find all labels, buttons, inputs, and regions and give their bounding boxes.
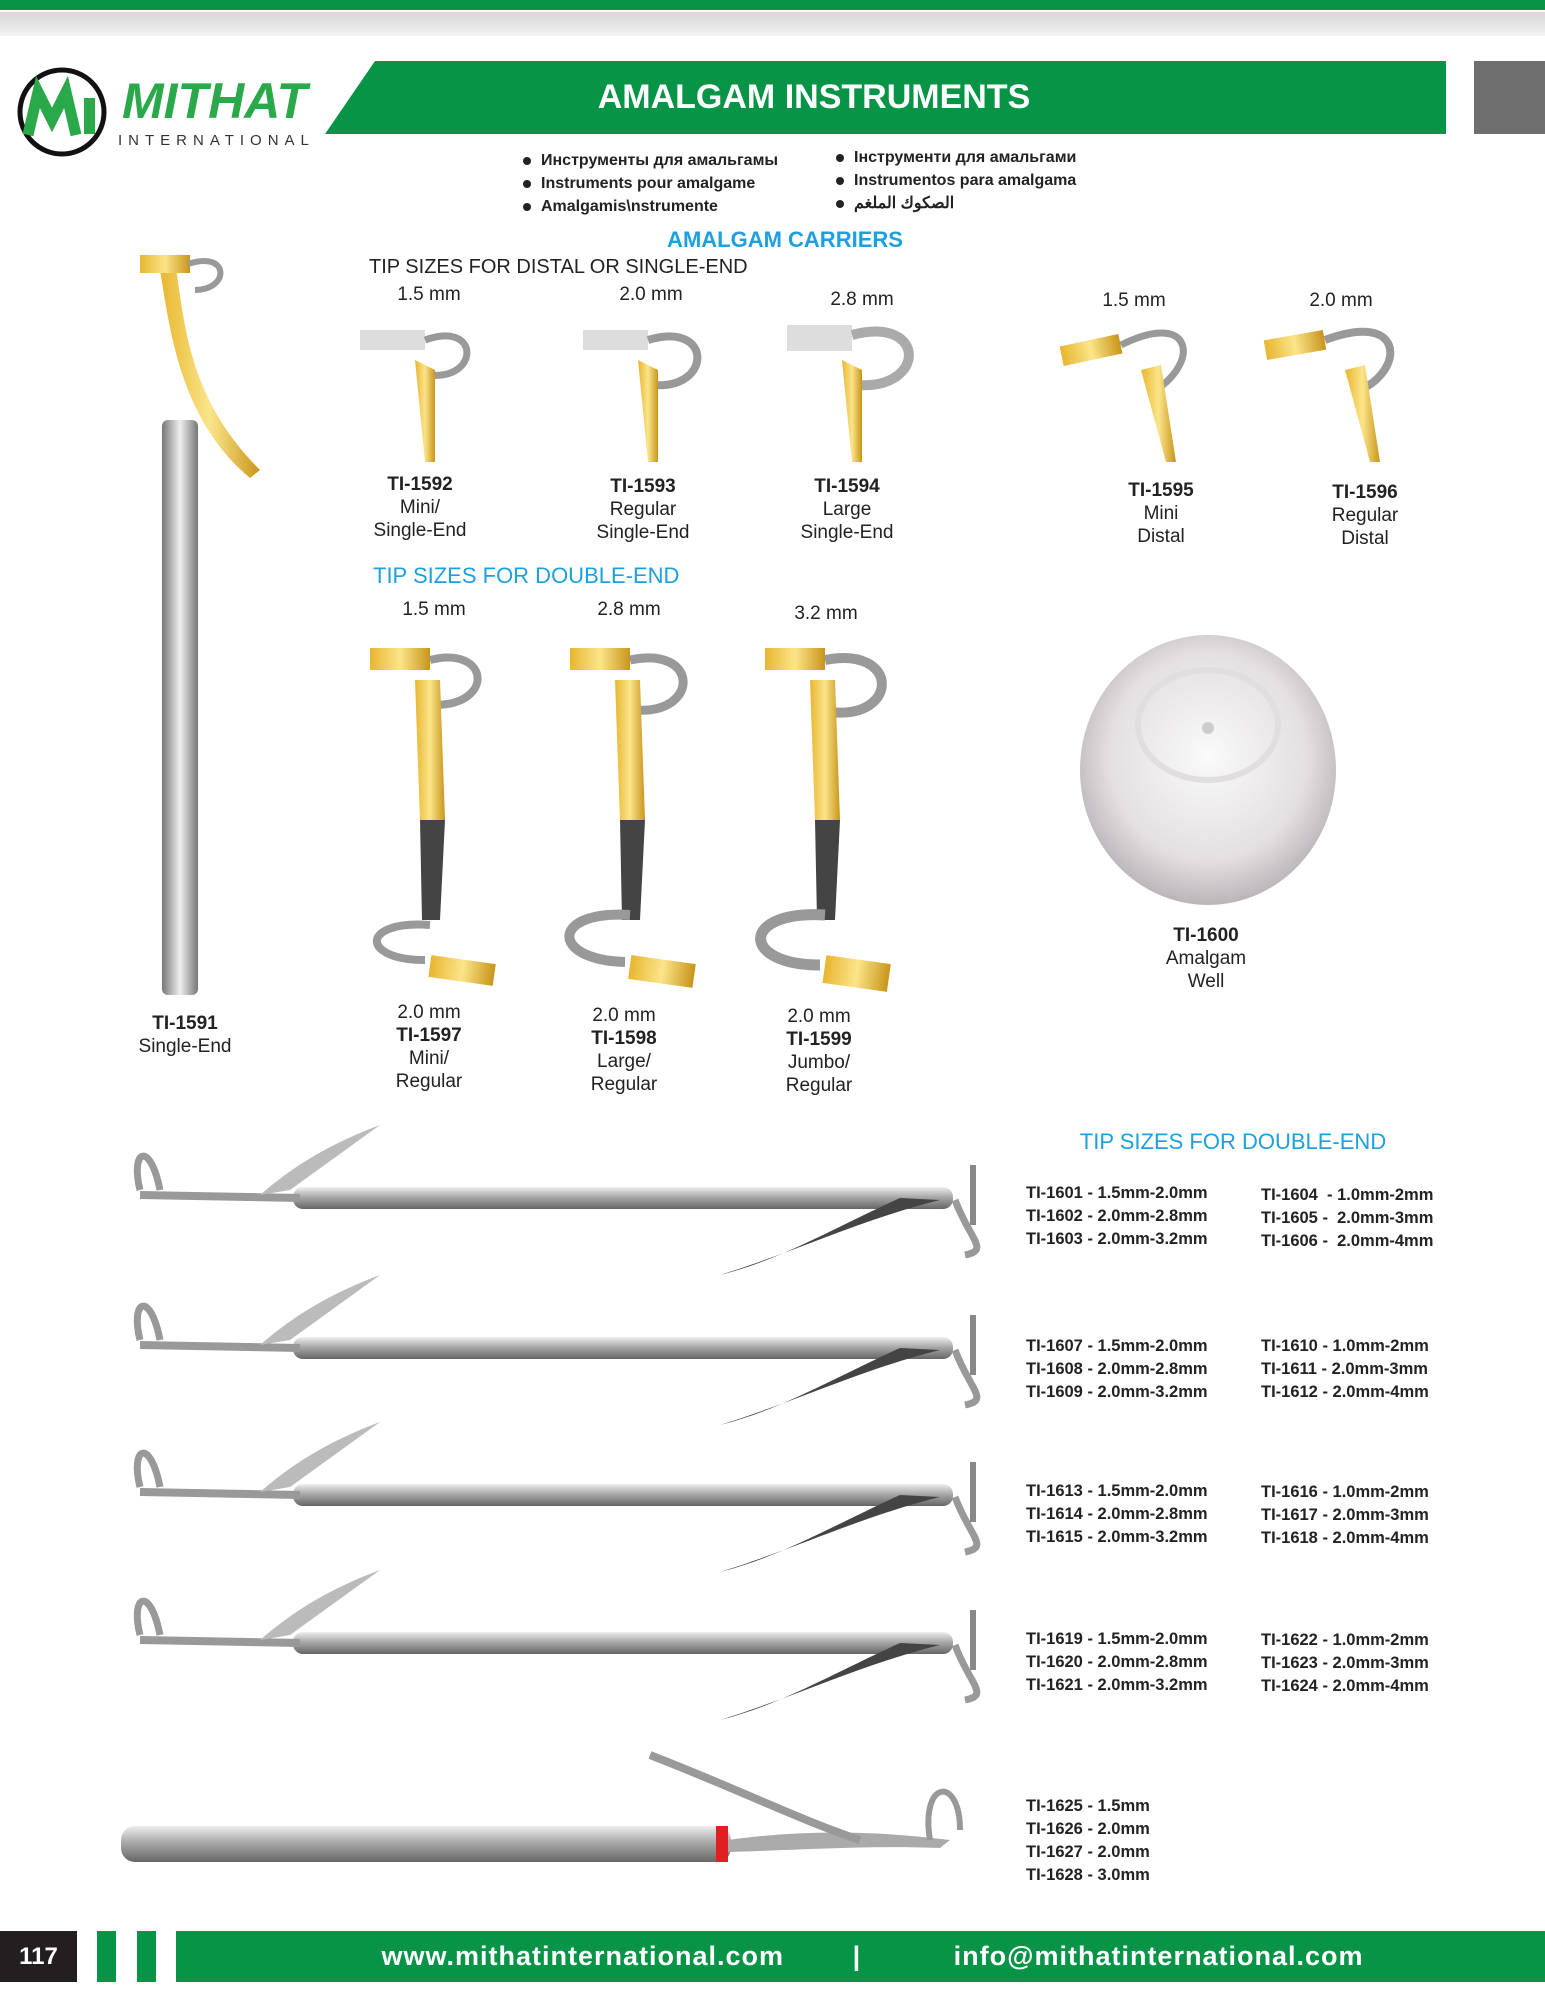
logo-m-icon: [22, 75, 82, 137]
language-item: Інструменти для амальгами: [836, 146, 1076, 169]
tip-size: 2.0 mm: [619, 284, 683, 305]
footer-bar: www.mithatinternational.com | info@mitha…: [176, 1931, 1545, 1982]
double-end-carrier-images: [370, 648, 891, 992]
top-bar: [0, 0, 1545, 10]
language-list-1: Инструменты для амальгамы Instruments po…: [523, 149, 778, 218]
tip-size: 2.8 mm: [597, 599, 661, 620]
double-end-heading: TIP SIZES FOR DOUBLE-END: [1079, 1129, 1387, 1154]
logo-ring: [17, 67, 107, 157]
footer-separator: |: [852, 1941, 862, 1971]
tip-size: 1.5 mm: [1102, 290, 1166, 311]
tip-size: 3.2 mm: [794, 603, 858, 624]
tip-size: 2.0 mm: [1309, 290, 1373, 311]
logo-subtitle: INTERNATIONAL: [118, 132, 315, 149]
amalgam-well-image: [1080, 635, 1336, 905]
tip-size: 1.5 mm: [402, 599, 466, 620]
corner-block: [1474, 61, 1545, 134]
footer-stripe: [97, 1931, 116, 1982]
language-item: Amalgamis\nstrumente: [523, 195, 778, 218]
footer-stripe: [137, 1931, 156, 1982]
language-item: الصكوك الملغم: [836, 192, 1076, 215]
language-item: Instrumentos para amalgama: [836, 169, 1076, 192]
logo-i-icon: [84, 98, 95, 134]
long-carrier-images: [121, 1125, 981, 1862]
double-heading: TIP SIZES FOR DOUBLE-END: [373, 563, 680, 588]
carrier-tip-images: [360, 325, 1395, 462]
tip-size: 2.8 mm: [830, 289, 894, 310]
logo-name: MITHAT: [122, 73, 308, 129]
single-end-carrier-image: [140, 255, 260, 995]
page-title: AMALGAM INSTRUMENTS: [597, 78, 1031, 116]
section-heading: AMALGAM CARRIERS: [667, 227, 903, 252]
language-list-2: Інструменти для амальгами Instrumentos p…: [836, 146, 1076, 215]
title-banner: [325, 61, 1446, 134]
language-item: Инструменты для амальгамы: [523, 149, 778, 172]
header-band: [0, 12, 1545, 36]
single-heading: TIP SIZES FOR DISTAL OR SINGLE-END: [369, 256, 748, 278]
tip-size: 1.5 mm: [397, 284, 461, 305]
website-link[interactable]: www.mithatinternational.com: [381, 1941, 785, 1971]
language-item: Instruments pour amalgame: [523, 172, 778, 195]
page-number: 117: [0, 1931, 77, 1982]
email-link[interactable]: info@mithatinternational.com: [953, 1941, 1364, 1971]
